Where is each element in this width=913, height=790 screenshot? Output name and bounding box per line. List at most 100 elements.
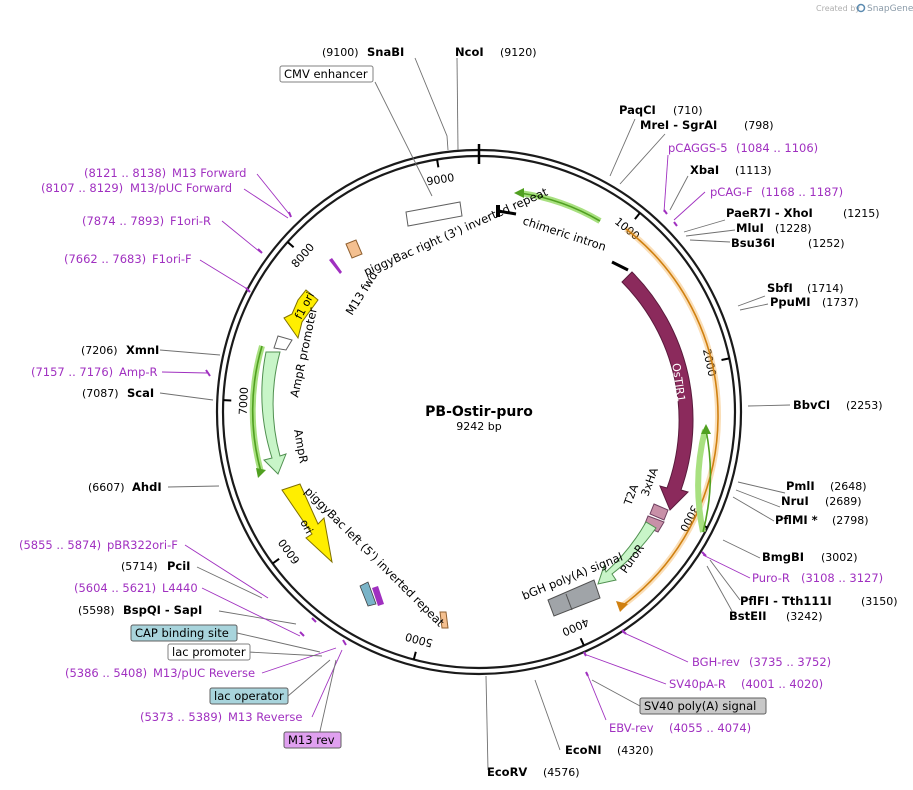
enzyme-pos-scai: (7087) — [82, 387, 119, 400]
pb-left-label: piggyBac left (5') inverted repeat — [302, 484, 448, 630]
enzyme-pos-nrui: (2689) — [825, 495, 862, 508]
ostir1-feature — [621, 271, 694, 511]
enzyme-name-ahdi[interactable]: AhdI — [132, 480, 162, 494]
enzyme-name-bspqi[interactable]: BspQI - SapI — [123, 603, 202, 617]
enzyme-name-pflfi[interactable]: PflFI - Tth111I — [740, 594, 832, 608]
enzyme-name-bbvci[interactable]: BbvCI — [793, 398, 830, 412]
orange-arc-head-icon — [616, 601, 628, 612]
primer-range-pcaggs5: (1084 .. 1106) — [736, 141, 818, 155]
bgh-polya-feature — [547, 579, 601, 617]
primer-name-sv40pa-r[interactable]: SV40pA-R — [669, 677, 726, 691]
primer-name-m13-forward[interactable]: M13 Forward — [172, 166, 246, 180]
enzyme-pos-mlui: (1228) — [775, 222, 812, 235]
ampr-feature — [261, 351, 287, 475]
pb-right-label: piggyBac right (3') inverted repeat — [362, 185, 551, 279]
primer-name-amp-r[interactable]: Amp-R — [119, 365, 158, 379]
enzyme-pos-xmni: (7206) — [81, 344, 118, 357]
enzyme-name-scai[interactable]: ScaI — [127, 386, 154, 400]
enzyme-name-bmgbi[interactable]: BmgBI — [762, 550, 804, 564]
enzyme-name-xmni[interactable]: XmnI — [126, 343, 159, 357]
enzyme-name-pflmi[interactable]: PflMI * — [775, 513, 818, 527]
m13-rev-marker — [372, 586, 384, 606]
m13-rev-box[interactable] — [283, 731, 342, 749]
enzyme-pos-pmli: (2648) — [830, 480, 867, 493]
primer-name-l4440[interactable]: L4440 — [162, 581, 198, 595]
lac-operator-label: lac operator — [214, 689, 284, 703]
enzyme-pos-xbai: (1113) — [735, 164, 772, 177]
primer-range-f1ori-r: (7874 .. 7893) — [82, 214, 164, 228]
orange-marker-top — [345, 239, 363, 259]
cmv-enhancer-box[interactable] — [279, 65, 374, 83]
primer-range-l4440: (5604 .. 5621) — [74, 581, 156, 595]
enzyme-name-bsu36i[interactable]: Bsu36I — [731, 236, 775, 250]
enzyme-name-ncoi[interactable]: NcoI — [455, 45, 484, 59]
enzyme-name-bsteii[interactable]: BstEII — [729, 609, 767, 623]
map-labels: (9100) SnaBI NcoI (9120) PaqCI (710) Mre… — [19, 45, 898, 779]
enzyme-pos-mrei: (798) — [744, 119, 774, 132]
primer-name-m13puc-forward[interactable]: M13/pUC Forward — [130, 181, 232, 195]
boxed-features: CMV enhancer CAP binding site lac promot… — [130, 65, 767, 749]
ampr-arc — [251, 345, 263, 473]
t2a-feature — [649, 503, 669, 521]
primer-name-m13puc-reverse[interactable]: M13/pUC Reverse — [153, 666, 255, 680]
primer-name-f1ori-f[interactable]: F1ori-F — [152, 252, 192, 266]
primer-range-m13puc-reverse: (5386 .. 5408) — [65, 666, 147, 680]
intron-marker-right — [611, 260, 629, 272]
enzyme-pos-ahdi: (6607) — [88, 481, 125, 494]
primer-name-pcaggs5[interactable]: pCAGGS-5 — [668, 141, 728, 155]
position-tick — [436, 159, 440, 168]
chimeric-intron-head-icon — [514, 188, 524, 198]
cmv-enhancer-label: CMV enhancer — [284, 67, 368, 81]
enzyme-name-ppumi[interactable]: PpuMI — [770, 295, 811, 309]
primer-name-bgh-rev[interactable]: BGH-rev — [692, 655, 740, 669]
position-tick-label: 9000 — [426, 171, 456, 188]
enzyme-name-paqci[interactable]: PaqCI — [619, 103, 656, 117]
enzyme-name-econi[interactable]: EcoNI — [565, 743, 601, 757]
position-tick — [721, 357, 730, 362]
primer-site-marks — [205, 209, 707, 677]
enzyme-name-pcii[interactable]: PciI — [167, 559, 190, 573]
primer-range-m13-reverse: (5373 .. 5389) — [140, 710, 222, 724]
sv40-polya-label: SV40 poly(A) signal — [644, 699, 756, 713]
primer-name-puro-r[interactable]: Puro-R — [752, 571, 790, 585]
enzyme-name-mrei[interactable]: MreI - SgrAI — [640, 118, 717, 132]
enzyme-name-xbai[interactable]: XbaI — [690, 163, 719, 177]
f1-ori-feature — [283, 289, 319, 340]
enzyme-pos-pflmi: (2798) — [832, 514, 869, 527]
lac-promoter-box[interactable] — [167, 643, 251, 661]
position-tick — [412, 651, 417, 660]
enzyme-pos-pflfi: (3150) — [861, 595, 898, 608]
ampr-promoter-feature — [273, 335, 293, 351]
enzyme-name-mlui[interactable]: MluI — [736, 221, 764, 235]
enzyme-name-pmli[interactable]: PmlI — [786, 479, 815, 493]
sv40-polya-box[interactable] — [639, 697, 767, 715]
ampr-label: AmpR — [291, 428, 311, 464]
green-arc-right-head-icon — [701, 424, 711, 434]
primer-range-sv40pa-r: (4001 .. 4020) — [741, 677, 823, 691]
enzyme-name-nrui[interactable]: NruI — [781, 494, 809, 508]
primer-range-pbr322ori-f: (5855 .. 5874) — [19, 538, 101, 552]
enzyme-name-sbfi[interactable]: SbfI — [767, 281, 793, 295]
feature-leader-lines — [236, 632, 641, 741]
primer-name-pbr322ori-f[interactable]: pBR322ori-F — [107, 538, 178, 552]
chimeric-intron-arc — [519, 192, 601, 222]
primer-name-pcag-f[interactable]: pCAG-F — [710, 185, 753, 199]
primer-leader-lines — [161, 154, 751, 721]
primer-name-m13-reverse[interactable]: M13 Reverse — [228, 710, 302, 724]
cap-binding-site-box[interactable] — [130, 624, 238, 642]
enzyme-name-paer7i[interactable]: PaeR7I - XhoI — [726, 206, 813, 220]
primer-name-f1ori-r[interactable]: F1ori-R — [170, 214, 211, 228]
t2a-label: T2A — [621, 482, 641, 508]
ori-label: ori — [297, 517, 315, 536]
enzyme-name-ecorv[interactable]: EcoRV — [487, 765, 527, 779]
lac-operator-box[interactable] — [209, 687, 289, 705]
green-arc-right-halo — [695, 429, 708, 533]
primer-range-puro-r: (3108 .. 3127) — [801, 571, 883, 585]
enzyme-name-snabi[interactable]: SnaBI — [367, 45, 404, 59]
position-tick-label: 8000 — [289, 241, 317, 271]
bgh-divider — [565, 593, 573, 611]
pb-right-feature — [405, 201, 463, 227]
primer-name-ebv-rev[interactable]: EBV-rev — [609, 721, 654, 735]
ostir1-label: OsTIR1 — [669, 362, 687, 402]
